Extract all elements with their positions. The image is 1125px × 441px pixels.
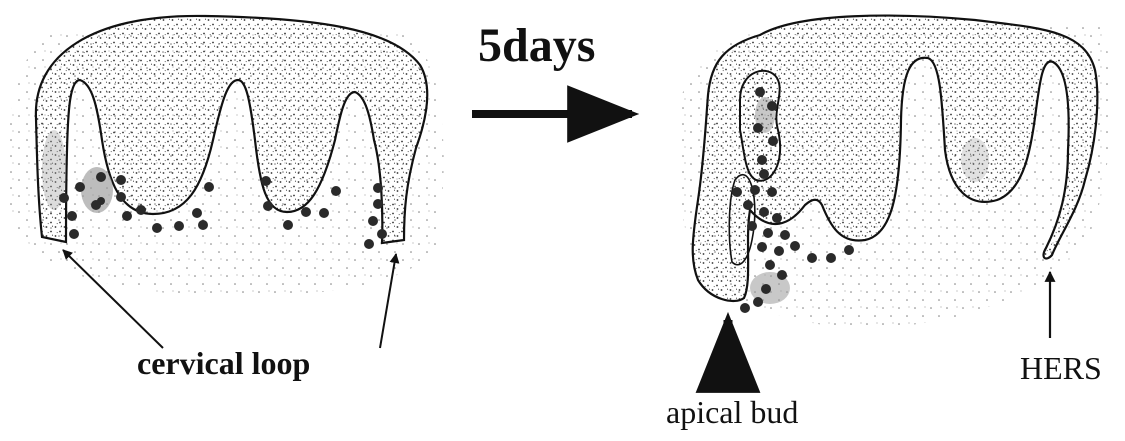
hers-label: HERS <box>1020 350 1102 387</box>
cervical-loop-label: cervical loop <box>137 345 310 382</box>
apical-bud-label: apical bud <box>666 394 798 431</box>
right-tooth-germ <box>680 16 1112 328</box>
left-tooth-germ <box>8 16 444 296</box>
duration-label: 5days <box>478 18 595 73</box>
